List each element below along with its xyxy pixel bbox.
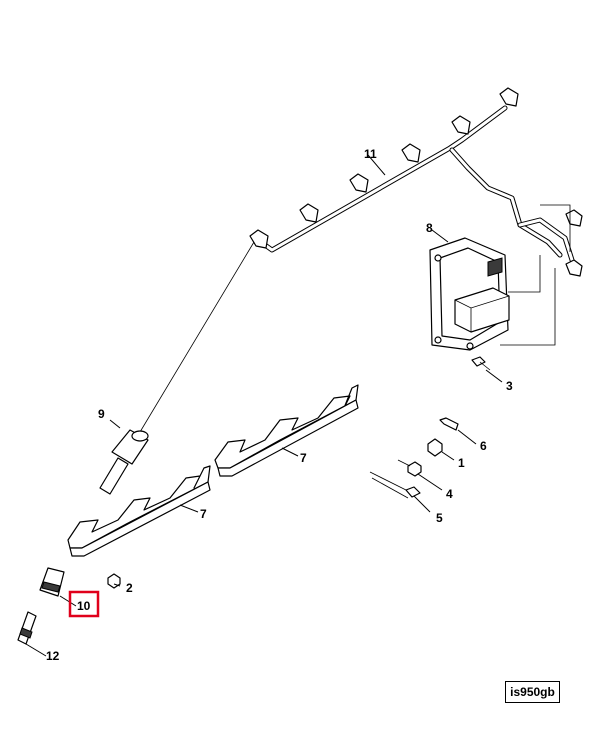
callout-2: 2 (126, 581, 133, 595)
callout-8: 8 (426, 221, 433, 235)
image-id-label: is950gb (505, 681, 560, 703)
callout-6: 6 (480, 439, 487, 453)
harness-connector (249, 87, 583, 277)
callout-7-upper: 7 (300, 451, 307, 465)
callout-7-lower: 7 (200, 507, 207, 521)
ignition-coil (99, 429, 149, 495)
bracket-upper (214, 384, 359, 477)
spark-plug-boot (39, 567, 65, 597)
spark-plug (17, 611, 37, 645)
callout-5: 5 (436, 511, 443, 525)
bolt-3 (471, 356, 491, 371)
callout-4: 4 (446, 487, 453, 501)
callout-3: 3 (506, 379, 513, 393)
engine-control-module (429, 237, 510, 351)
callout-9: 9 (98, 407, 105, 421)
callout-1: 1 (458, 456, 465, 470)
callout-11: 11 (364, 147, 377, 161)
wiring-harness (249, 87, 583, 277)
callout-10: 10 (77, 599, 91, 613)
reference-lines (139, 204, 571, 433)
hardware-fasteners (107, 417, 459, 589)
leader-lines (25, 154, 503, 657)
highlight-box (68, 590, 100, 618)
callout-12: 12 (46, 649, 60, 663)
bracket-lower (67, 465, 211, 557)
